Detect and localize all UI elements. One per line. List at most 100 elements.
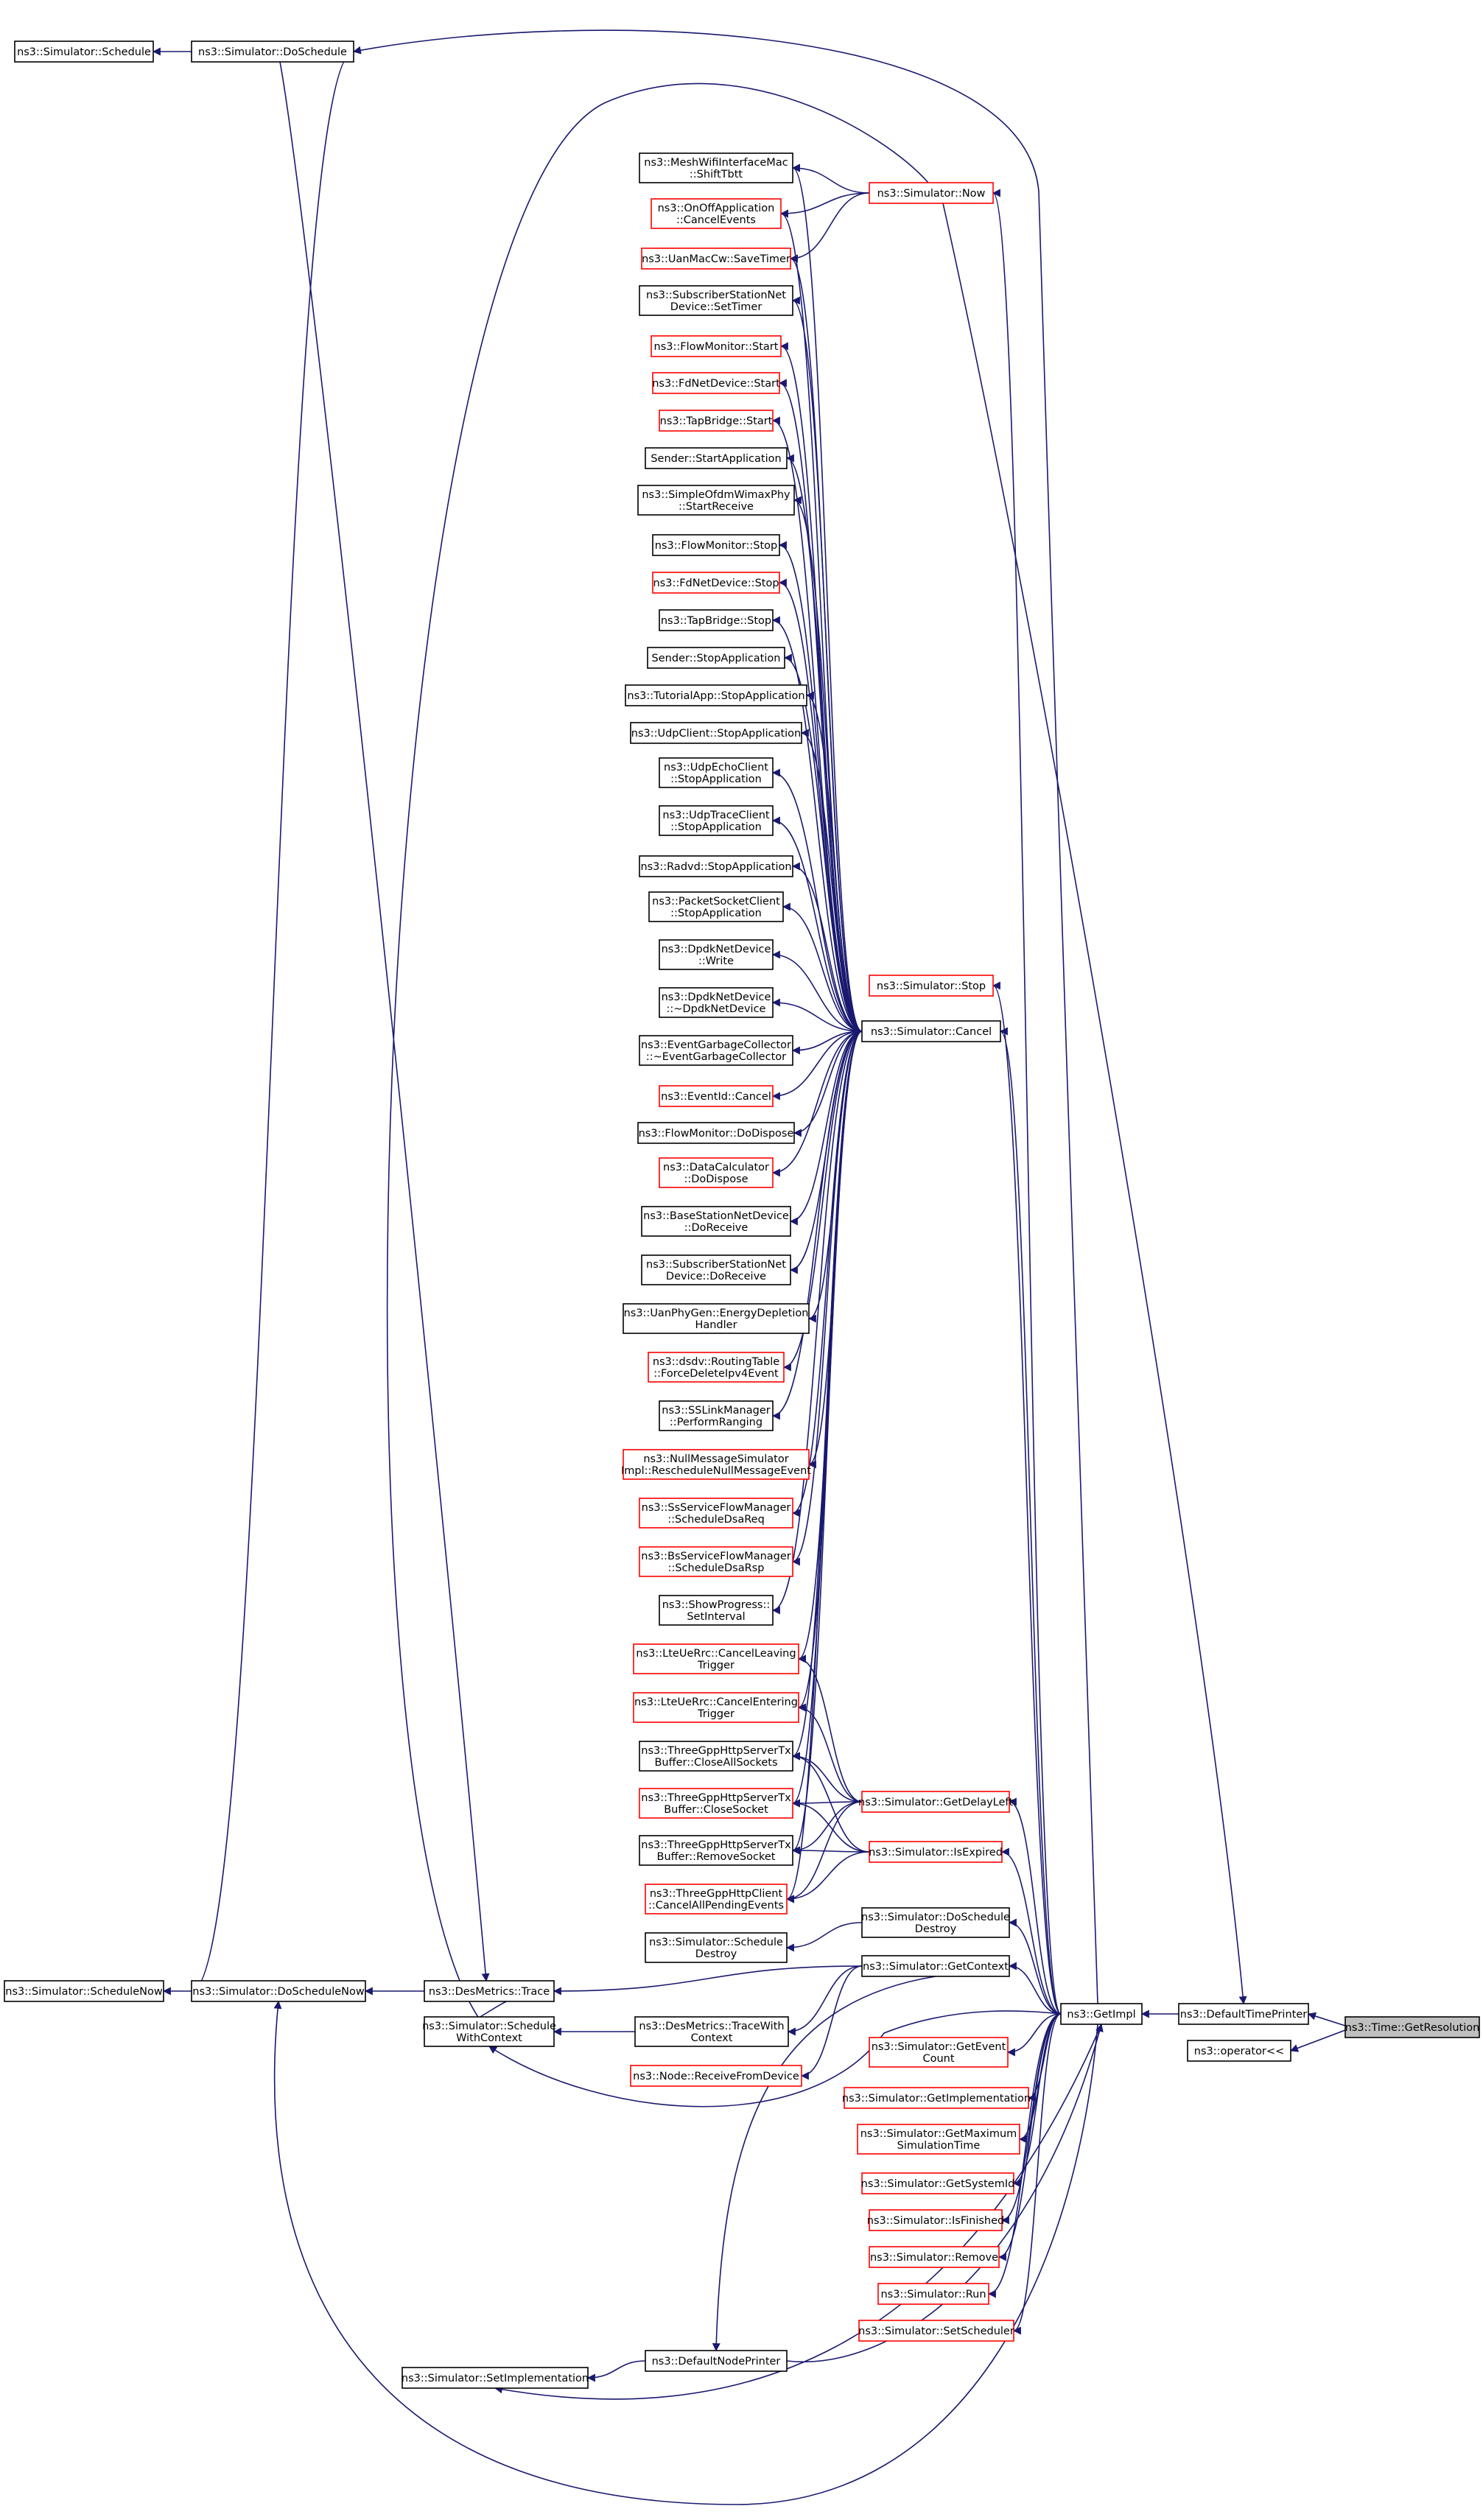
node-label: ::StopApplication [670,908,762,919]
node-box [861,1791,1010,1813]
node-udpcstop[interactable]: ns3::UdpClient::StopApplication [630,722,802,744]
node-cancel[interactable]: ns3::Simulator::Cancel [861,1020,1001,1042]
edge-destracectx-getctx [787,1965,863,2036]
node-getsys[interactable]: ns3::Simulator::GetSystemId [861,2172,1015,2194]
node-run[interactable]: ns3::Simulator::Run [877,2283,989,2305]
node-label: ns3::FdNetDevice::Start [652,378,780,390]
node-getimplm[interactable]: ns3::Simulator::GetImplementation [842,2087,1031,2109]
edge-http4-cancel [785,1031,863,1903]
edge-stop-getimpl [992,981,1062,2015]
node-sendstop[interactable]: Sender::StopApplication [647,647,785,669]
node-nullmsg[interactable]: ns3::NullMessageSimulatorImpl::Reschedul… [621,1449,811,1480]
node-schnow[interactable]: ns3::Simulator::ScheduleNow [4,1980,164,2002]
node-sendstart[interactable]: Sender::StartApplication [645,447,788,469]
node-tutstop[interactable]: ns3::TutorialApp::StopApplication [625,684,807,706]
node-label: Device::SetTimer [670,301,762,313]
node-getres[interactable]: ns3::Time::GetResolution [1344,2016,1480,2038]
node-remove[interactable]: ns3::Simulator::Remove [869,2246,1000,2268]
node-getimpl[interactable]: ns3::GetImpl [1060,2003,1143,2025]
node-getctx[interactable]: ns3::Simulator::GetContext [861,1955,1010,1977]
node-bsrecv[interactable]: ns3::BaseStationNetDevice::DoReceive [641,1206,791,1237]
node-label: ns3::DesMetrics::Trace [429,1986,550,1998]
node-dpdkwrite[interactable]: ns3::DpdkNetDevice::Write [659,939,774,970]
node-simpleofdm[interactable]: ns3::SimpleOfdmWimaxPhy::StartReceive [637,485,795,516]
node-label: ns3::Simulator::Run [880,2289,986,2300]
node-flowstop[interactable]: ns3::FlowMonitor::Stop [652,534,780,556]
node-http3[interactable]: ns3::ThreeGppHttpServerTxBuffer::RemoveS… [639,1835,793,1866]
node-http1[interactable]: ns3::ThreeGppHttpServerTxBuffer::CloseAl… [639,1741,793,1772]
node-setsched[interactable]: ns3::Simulator::SetScheduler [858,2320,1014,2342]
node-isfin[interactable]: ns3::Simulator::IsFinished [867,2209,1004,2231]
node-label: ns3::Node::ReceiveFromDevice [633,2071,799,2082]
node-flowstart[interactable]: ns3::FlowMonitor::Start [651,335,782,357]
node-box [191,41,354,63]
node-label: ::CancelEvents [676,214,756,226]
edge-pktsock-cancel [782,902,863,1032]
node-destrace[interactable]: ns3::DesMetrics::Trace [424,1980,555,2002]
node-fdstart[interactable]: ns3::FdNetDevice::Start [652,372,780,394]
node-box [869,2209,1003,2231]
node-doschnow[interactable]: ns3::Simulator::DoScheduleNow [191,1980,366,2002]
node-now[interactable]: ns3::Simulator::Now [869,182,994,204]
edge-sendstart-cancel [785,454,863,1032]
node-delayleft[interactable]: ns3::Simulator::GetDelayLeft [858,1791,1013,1813]
node-showprog[interactable]: ns3::ShowProgress::SetInterval [659,1595,774,1626]
edge-remove-getimpl [998,2013,1062,2261]
node-nodercv[interactable]: ns3::Node::ReceiveFromDevice [630,2065,802,2087]
node-box [869,1841,1003,1863]
node-evcancel[interactable]: ns3::EventId::Cancel [659,1085,774,1107]
node-bsflow[interactable]: ns3::BsServiceFlowManager::ScheduleDsaRs… [639,1546,793,1577]
node-isexp[interactable]: ns3::Simulator::IsExpired [869,1841,1003,1863]
node-http2[interactable]: ns3::ThreeGppHttpServerTxBuffer::CloseSo… [639,1788,793,1819]
node-oplt[interactable]: ns3::operator<< [1187,2040,1291,2062]
node-defnode[interactable]: ns3::DefaultNodePrinter [645,2350,788,2372]
node-fdstop[interactable]: ns3::FdNetDevice::Stop [652,572,780,594]
node-tapstart[interactable]: ns3::TapBridge::Start [659,410,774,432]
node-ssflow[interactable]: ns3::SsServiceFlowManager::ScheduleDsaRe… [639,1498,793,1529]
node-label: ns3::Simulator::IsFinished [867,2215,1004,2227]
node-box [424,1980,555,2002]
node-label: ::~DpdkNetDevice [667,1003,766,1015]
node-evgc[interactable]: ns3::EventGarbageCollector::~EventGarbag… [639,1035,793,1066]
node-onoff[interactable]: ns3::OnOffApplication::CancelEvents [651,198,782,229]
node-pktsock[interactable]: ns3::PacketSocketClient::StopApplication [648,891,784,922]
node-dsdv[interactable]: ns3::dsdv::RoutingTable::ForceDeleteIpv4… [648,1352,785,1383]
node-box [659,1595,774,1626]
node-sslink[interactable]: ns3::SSLinkManager::PerformRanging [659,1400,774,1431]
node-label: ns3::EventGarbageCollector [641,1039,791,1051]
node-udpecho[interactable]: ns3::UdpEchoClient::StopApplication [659,757,774,788]
node-tapstop[interactable]: ns3::TapBridge::Stop [659,609,774,631]
node-datacalc[interactable]: ns3::DataCalculator::DoDispose [659,1157,774,1188]
node-box [652,572,780,594]
node-dpdkdtor[interactable]: ns3::DpdkNetDevice::~DpdkNetDevice [659,987,774,1018]
edge-lteenter-delayleft [797,1703,863,1803]
node-flowdisp[interactable]: ns3::FlowMonitor::DoDispose [637,1122,795,1144]
node-box [659,410,774,432]
node-label: ns3::Simulator::DoSchedule [198,46,347,58]
node-http4[interactable]: ns3::ThreeGppHttpClient::CancelAllPendin… [645,1884,788,1914]
node-box [424,2016,555,2047]
node-label: ns3::ThreeGppHttpServerTx [641,1745,791,1757]
node-subtimer[interactable]: ns3::SubscriberStationNetDevice::SetTime… [639,285,793,316]
node-uanmac[interactable]: ns3::UanMacCw::SaveTimer [641,248,791,270]
node-dosched[interactable]: ns3::Simulator::DoSchedule [191,41,354,63]
node-deftime[interactable]: ns3::DefaultTimePrinter [1178,2003,1309,2025]
node-setimpl[interactable]: ns3::Simulator::SetImplementation [402,2367,589,2389]
node-sched[interactable]: ns3::Simulator::Schedule [14,41,154,63]
node-udptrace[interactable]: ns3::UdpTraceClient::StopApplication [659,805,774,836]
node-radvd[interactable]: ns3::Radvd::StopApplication [639,855,793,877]
node-label: ns3::LteUeRrc::CancelLeaving [636,1648,796,1660]
node-ssrecv[interactable]: ns3::SubscriberStationNetDevice::DoRecei… [641,1254,791,1285]
node-mesh[interactable]: ns3::MeshWifiInterfaceMac::ShiftTbtt [639,152,793,183]
node-stop[interactable]: ns3::Simulator::Stop [869,975,994,997]
node-label: ns3::Time::GetResolution [1345,2022,1480,2034]
